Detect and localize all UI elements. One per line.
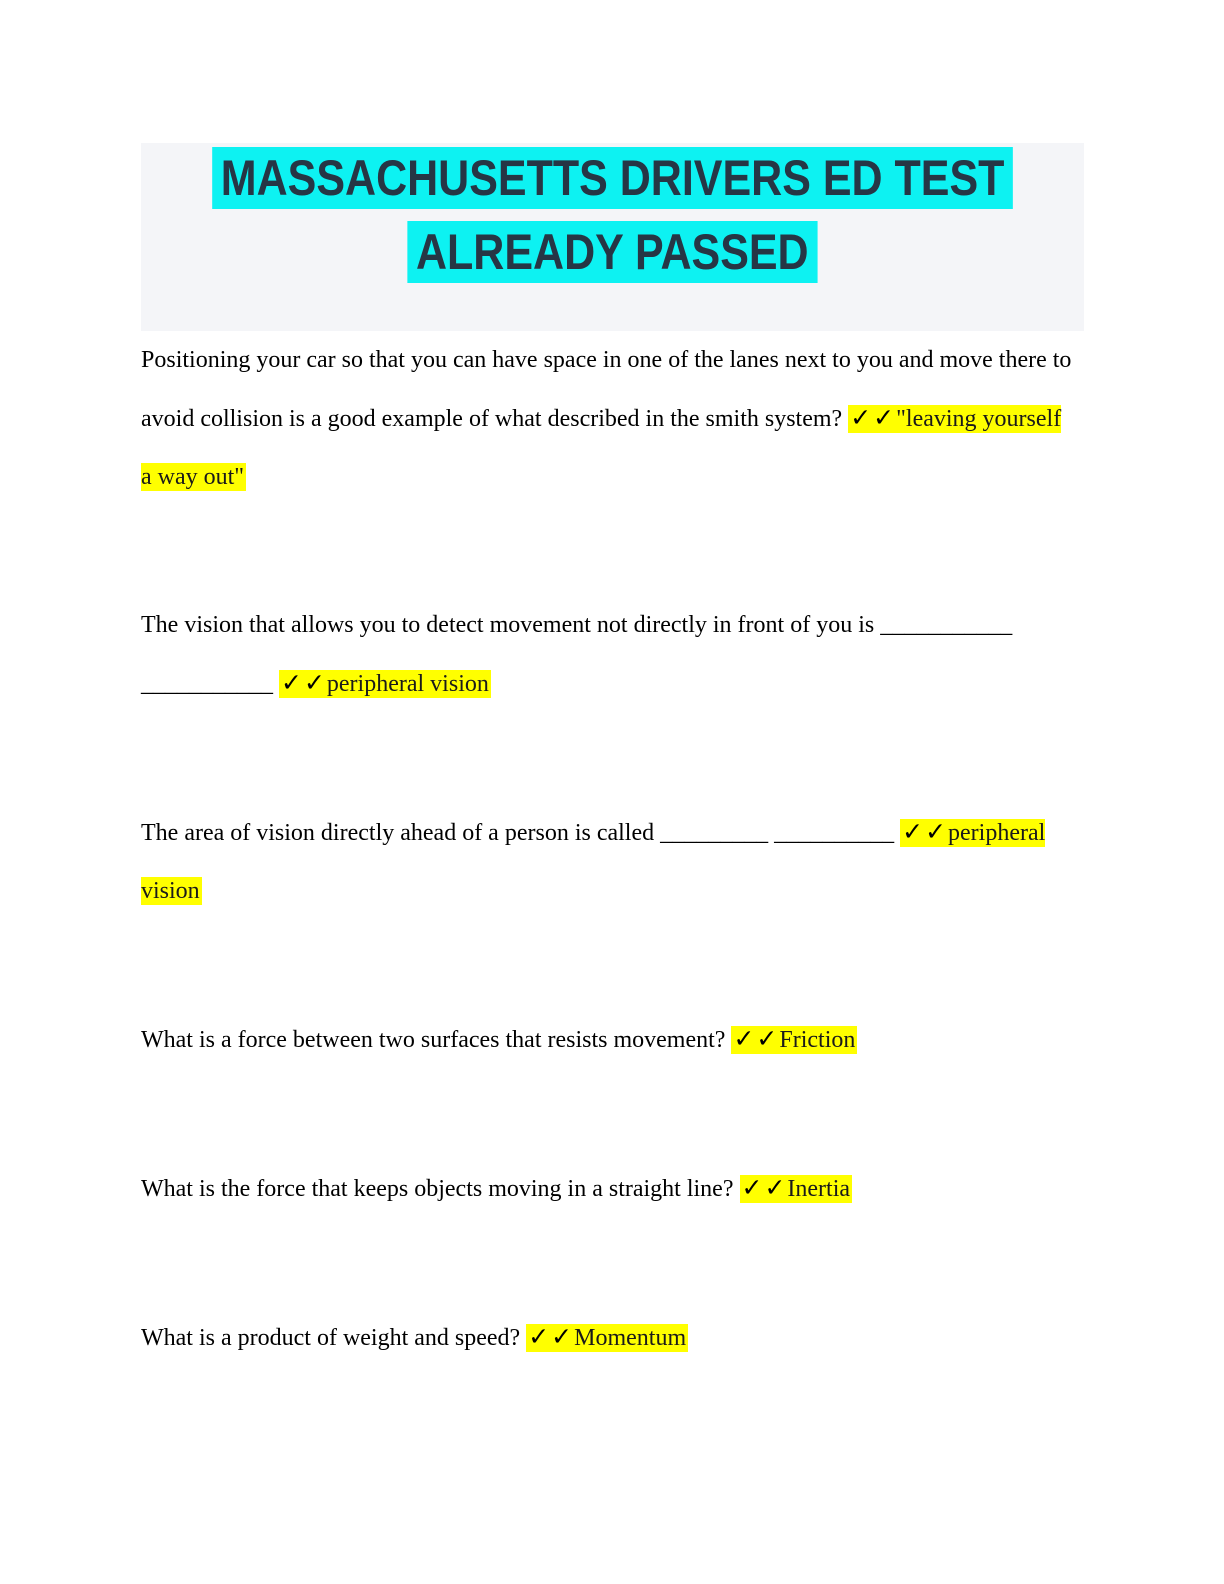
document-title-line1: MASSACHUSETTS DRIVERS ED TEST [212,147,1013,209]
title-row-1: MASSACHUSETTS DRIVERS ED TEST [141,147,1084,221]
double-checkmark-icon: ✓✓ [733,1024,780,1053]
question-3: The area of vision directly ahead of a p… [141,803,1077,920]
question-1-text: Positioning your car so that you can hav… [141,347,1072,432]
question-2-text: The vision that allows you to detect mov… [141,612,1013,697]
question-6-text: What is a product of weight and speed? [141,1325,527,1351]
question-2-answer-text: peripheral vision [326,671,489,697]
double-checkmark-icon: ✓✓ [281,668,327,697]
question-4-text: What is a force between two surfaces tha… [141,1027,732,1053]
question-6: What is a product of weight and speed? ✓… [141,1308,1077,1367]
question-5: What is the force that keeps objects mov… [141,1159,1077,1218]
question-1: Positioning your car so that you can hav… [141,331,1077,506]
question-1-answer-text: "leaving yourself a way out" [141,406,1062,490]
double-checkmark-icon: ✓✓ [741,1173,788,1202]
question-3-text: The area of vision directly ahead of a p… [141,820,901,846]
question-5-answer-highlight: ✓✓Inertia [739,1173,853,1203]
question-6-answer-highlight: ✓✓Momentum [526,1322,689,1352]
double-checkmark-icon: ✓✓ [902,817,949,846]
question-4-answer-text: Friction [779,1027,856,1053]
question-4: What is a force between two surfaces tha… [141,1010,1077,1069]
question-2-answer-highlight: ✓✓peripheral vision [279,668,491,698]
questions-section: Positioning your car so that you can hav… [0,331,1224,1367]
question-5-answer-text: Inertia [787,1176,851,1202]
question-5-text: What is the force that keeps objects mov… [141,1176,740,1202]
title-row-2: ALREADY PASSED [141,221,1084,295]
question-6-answer-text: Momentum [574,1325,687,1351]
double-checkmark-icon: ✓✓ [850,403,897,432]
question-2: The vision that allows you to detect mov… [141,596,1077,713]
double-checkmark-icon: ✓✓ [528,1322,575,1351]
document-title-line2: ALREADY PASSED [407,221,818,283]
title-banner: MASSACHUSETTS DRIVERS ED TEST ALREADY PA… [141,143,1084,331]
question-3-answer-text: peripheral vision [141,820,1046,904]
question-4-answer-highlight: ✓✓Friction [731,1024,858,1054]
